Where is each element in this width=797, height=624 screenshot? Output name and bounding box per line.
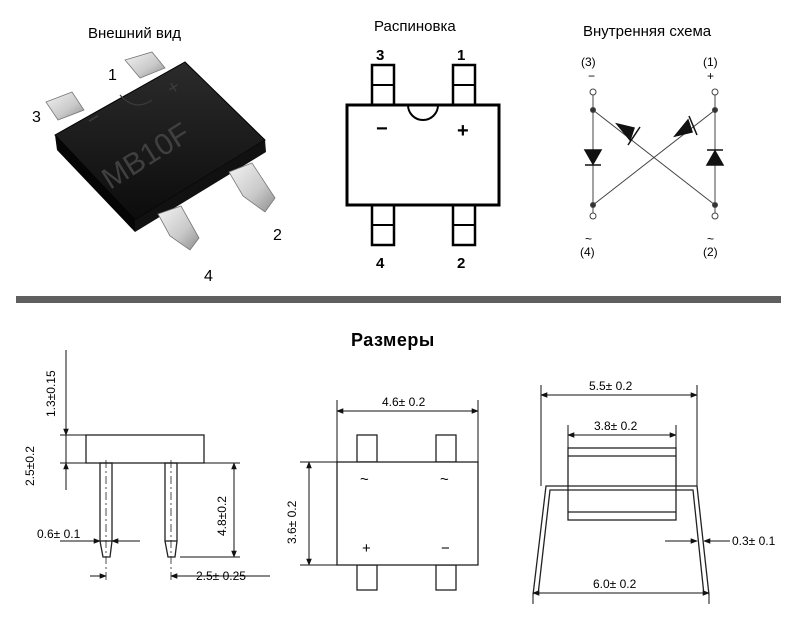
schematic-pin-4: (4)	[580, 245, 595, 259]
schematic-pin-3: (3)	[581, 55, 596, 69]
dim-lead-width: 0.6± 0.1	[37, 527, 81, 541]
schematic-minus: −	[588, 69, 595, 83]
side-view-dimensions	[60, 350, 270, 579]
schematic-pin-1: (1)	[703, 55, 718, 69]
component-photo: MB10F − +	[45, 51, 276, 251]
dim-top-height: 3.6± 0.2	[285, 500, 299, 544]
top-view-drawing	[336, 434, 479, 591]
pinout-pin-3: 3	[376, 47, 384, 64]
dim-end-span: 6.0± 0.2	[593, 577, 637, 591]
dim-end-lead-thickness: 0.3± 0.1	[732, 534, 776, 548]
pinout-drawing	[345, 63, 501, 247]
dim-total-height: 4.8±0.2	[215, 496, 229, 536]
dim-body-height: 2.5±0.2	[23, 446, 37, 486]
top-mark-plus: +	[362, 540, 371, 557]
pinout-pin-1: 1	[457, 47, 465, 64]
photo-pin-1: 1	[108, 67, 117, 84]
schematic-ac-left: ~	[585, 232, 592, 246]
photo-pin-4: 4	[204, 268, 213, 285]
dimensions-title: Размеры	[351, 330, 435, 350]
pinout-minus: −	[376, 118, 388, 140]
schematic-pin-2: (2)	[703, 245, 718, 259]
top-view-dimensions	[300, 400, 479, 566]
end-view-dimensions	[532, 385, 730, 604]
appearance-title: Внешний вид	[88, 25, 181, 42]
dim-lead-top: 1.3±0.15	[44, 370, 58, 417]
photo-pin-2: 2	[273, 227, 282, 244]
section-divider	[16, 296, 781, 303]
side-view-drawing	[85, 434, 205, 580]
top-mark-minus: −	[441, 540, 450, 557]
schematic-plus: +	[707, 69, 714, 83]
pinout-pin-2: 2	[457, 255, 465, 272]
schematic-title: Внутренняя схема	[583, 23, 712, 40]
dim-end-outer: 5.5± 0.2	[589, 379, 633, 393]
top-mark-ac-left: ~	[360, 471, 369, 488]
top-mark-ac-right: ~	[440, 471, 449, 488]
bridge-schematic	[589, 88, 719, 220]
pinout-title: Распиновка	[374, 18, 456, 35]
photo-pin-3: 3	[32, 109, 41, 126]
schematic-ac-right: ~	[707, 232, 714, 246]
dim-end-inner: 3.8± 0.2	[594, 419, 638, 433]
end-view-drawing	[532, 447, 710, 596]
pinout-plus: +	[457, 120, 469, 142]
dim-pitch: 2.5± 0.25	[196, 569, 246, 583]
diode-symbols	[583, 115, 725, 166]
pinout-pin-4: 4	[376, 255, 385, 272]
dim-top-width: 4.6± 0.2	[382, 395, 426, 409]
